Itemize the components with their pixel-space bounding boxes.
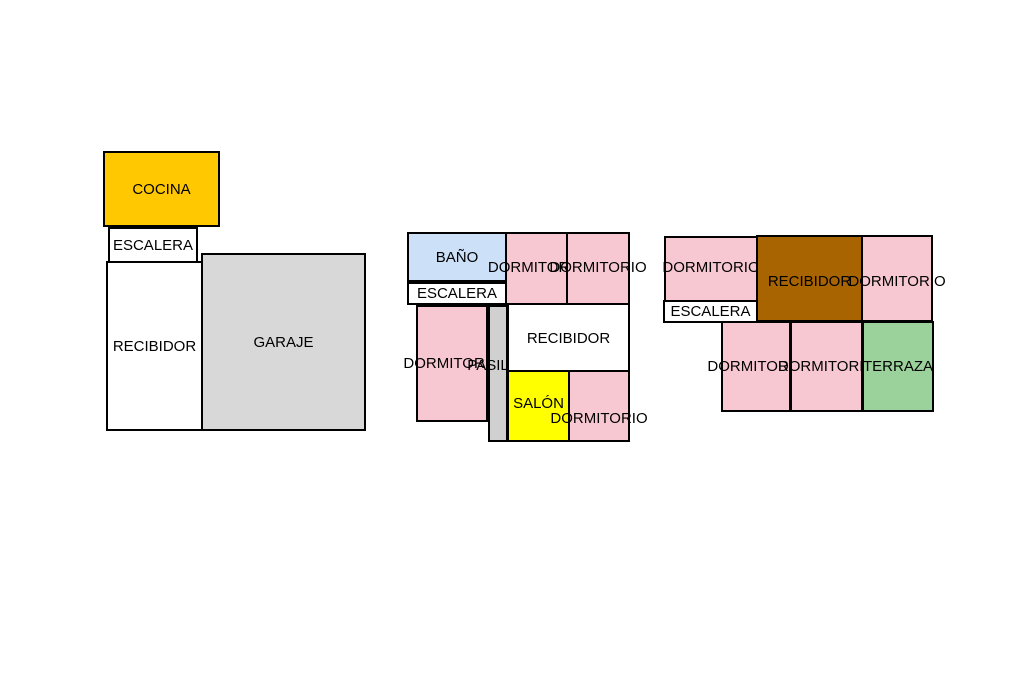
room-label: TERRAZA — [863, 358, 934, 375]
room-label: GARAJE — [253, 333, 314, 351]
room-label: COCINA — [132, 180, 191, 198]
room-label: ESCALERA — [670, 303, 751, 320]
room-bedroom: DORMITORIO — [488, 232, 585, 305]
room-corridor: PASILLO — [467, 305, 529, 442]
room-hall: RECIBIDOR — [106, 261, 203, 431]
room-bedroom: DORMITORIO — [403, 305, 501, 422]
room-hall: RECIBIDOR — [756, 235, 863, 322]
room-label: RECIBIDOR — [112, 337, 197, 355]
room-label: ESCALERA — [112, 236, 194, 254]
room-terrace: TERRAZA — [862, 321, 934, 412]
room-kitchen: COCINA — [103, 151, 220, 227]
room-stairs: ESCALERA — [663, 300, 758, 323]
room-bedroom: DORMITORIO — [662, 236, 760, 302]
room-label: DORMITORIO — [662, 258, 760, 276]
room-label: DORMITORIO — [848, 273, 946, 290]
room-hall: RECIBIDOR — [507, 303, 630, 373]
room-living-room: SALÓN — [507, 370, 570, 442]
room-label: BAÑO — [435, 248, 479, 266]
room-bedroom: DORMITORIO — [707, 321, 805, 412]
room-label: SALÓN — [513, 394, 564, 412]
room-bedroom: DORMITORIO — [848, 235, 946, 322]
room-garage: GARAJE — [201, 253, 366, 431]
room-label: DORMITORIO — [777, 358, 876, 375]
room-label: RECIBIDOR — [767, 273, 852, 290]
room-stairs: ESCALERA — [108, 227, 198, 263]
room-label: RECIBIDOR — [526, 329, 611, 347]
room-label: ESCALERA — [416, 285, 498, 302]
room-stairs: ESCALERA — [407, 282, 507, 305]
room-bedroom: DORMITORIO — [550, 370, 648, 442]
room-bedroom: DORMITORIO — [549, 232, 647, 305]
room-bathroom: BAÑO — [407, 232, 507, 282]
room-label: DORMITORIO — [403, 355, 501, 372]
room-bedroom: DORMITORIO — [778, 321, 875, 412]
